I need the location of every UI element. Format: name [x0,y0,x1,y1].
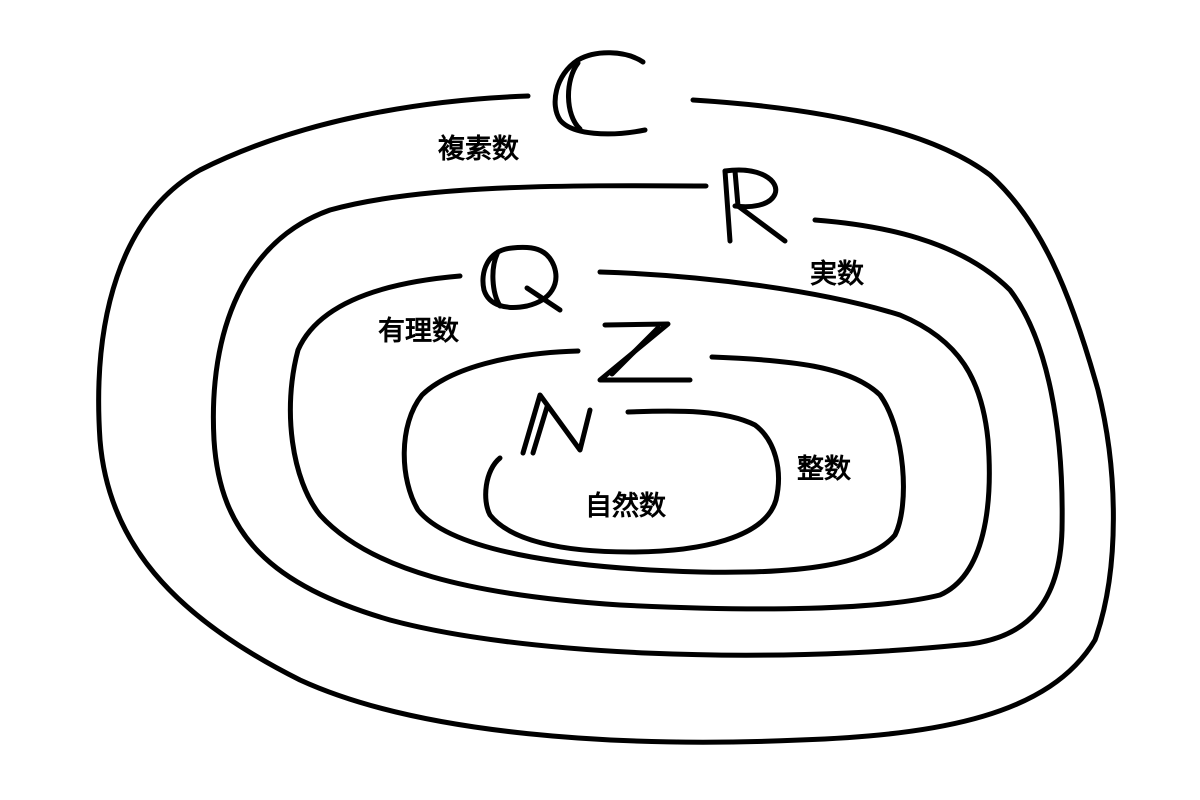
rational-set-boundary [287,269,992,612]
blackboard-bold-z-icon [597,321,693,383]
real-set-boundary [210,183,1065,658]
rational-set-label: 有理数 [378,316,460,347]
integer-set-label: 整数 [797,454,852,485]
complex-set-boundary [96,93,1116,745]
integer-set-boundary [401,348,906,575]
blackboard-bold-q-icon [480,244,563,313]
blackboard-bold-r-icon [722,167,788,244]
blackboard-bold-c-icon [552,50,648,137]
natural-set-label: 自然数 [585,490,667,522]
real-set-label: 実数 [810,258,865,290]
natural-set-boundary [483,408,781,555]
blackboard-bold-n-icon [520,392,593,456]
complex-set-label: 複素数 [438,133,520,165]
